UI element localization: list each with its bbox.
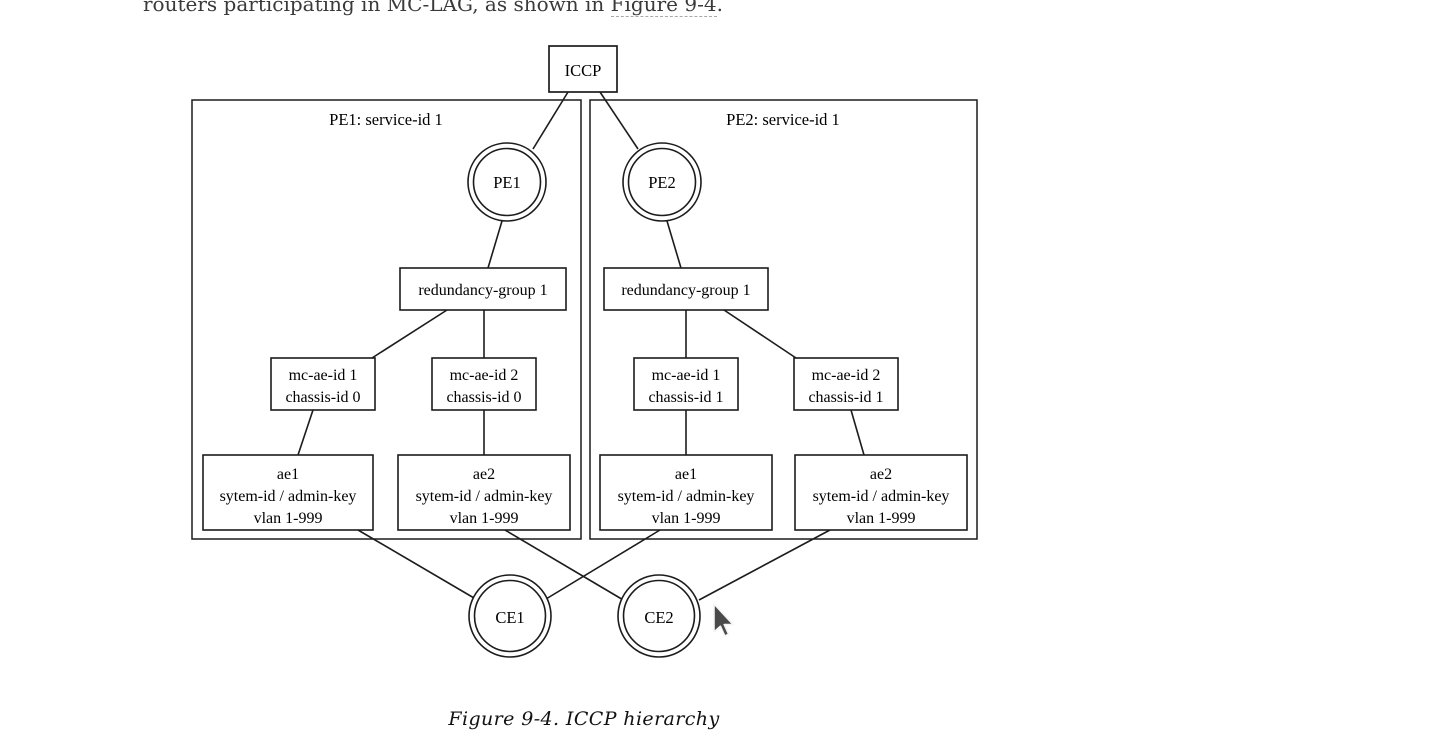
pe2-container-title: PE2: service-id 1: [726, 110, 840, 129]
body-text: routers participating in MC-LAG, as show…: [143, 0, 723, 17]
mc-ae-pe2-1-line2: chassis-id 1: [648, 389, 723, 406]
ae-pe2-1-line2: sytem-id / admin-key: [618, 488, 755, 505]
connection-line-ae1pe2-ce1: [545, 529, 661, 600]
connection-line-mc2-ae2-pe2: [850, 409, 865, 456]
connection-line-pe2-rg: [666, 220, 682, 269]
mc-ae-pe1-1-line1: mc-ae-id 1: [289, 367, 358, 384]
connection-line-iccp-pe1: [532, 91, 569, 150]
pe1-container-title: PE1: service-id 1: [329, 110, 443, 129]
body-text-suffix: .: [716, 0, 723, 16]
body-text-prefix: routers participating in MC-LAG, as show…: [143, 0, 611, 16]
figure-9-4-link[interactable]: Figure 9-4: [610, 0, 717, 17]
iccp-box: [548, 45, 618, 93]
pe2-node-circle-inner: [627, 147, 697, 217]
ae-pe2-2-line2: sytem-id / admin-key: [813, 488, 950, 505]
ae-pe2-2-line1: ae2: [870, 466, 892, 483]
pe1-container: [191, 99, 582, 540]
ae-pe1-2-line3: vlan 1-999: [450, 510, 519, 527]
ae-pe1-2-line2: sytem-id / admin-key: [416, 488, 553, 505]
pe1-node-label: PE1: [493, 173, 521, 192]
ce2-node-circle-inner: [622, 579, 696, 653]
redundancy-group-label-pe2: redundancy-group 1: [621, 282, 750, 299]
mouse-cursor-icon: [713, 603, 734, 637]
pe1-node-circle-inner: [472, 147, 542, 217]
ae-pe2-1-line1: ae1: [675, 466, 697, 483]
mc-ae-box-pe2-1: [633, 357, 739, 411]
mc-ae-pe1-2-line2: chassis-id 0: [446, 389, 521, 406]
pe2-container: [589, 99, 978, 540]
mc-ae-box-pe1-1: [270, 357, 376, 411]
ae-pe1-2-line1: ae2: [473, 466, 495, 483]
connection-line-pe1-rg: [487, 220, 503, 269]
redundancy-group-box-pe1: [399, 267, 567, 311]
ae-pe2-1-line3: vlan 1-999: [652, 510, 721, 527]
iccp-label: ICCP: [565, 61, 602, 80]
ae-box-pe1-2: [397, 454, 571, 531]
connection-line-mc1-ae1-pe1: [297, 409, 314, 456]
pe2-node-label: PE2: [648, 173, 676, 192]
connection-line-ae1pe1-ce1: [357, 529, 475, 599]
mc-ae-box-pe2-2: [793, 357, 899, 411]
figure-caption: Figure 9-4. ICCP hierarchy: [448, 708, 720, 730]
mc-ae-pe2-1-line1: mc-ae-id 1: [652, 367, 721, 384]
connection-line-ae2pe2-ce2: [698, 529, 831, 601]
connection-line-ae2pe1-ce2: [504, 529, 626, 602]
connection-line-rg2-mc2: [723, 309, 797, 359]
ae-box-pe1-1: [202, 454, 374, 531]
connection-line-iccp-pe2: [599, 91, 639, 150]
redundancy-group-box-pe2: [603, 267, 769, 311]
ae-pe1-1-line3: vlan 1-999: [254, 510, 323, 527]
mc-ae-pe1-2-line1: mc-ae-id 2: [450, 367, 519, 384]
ae-pe1-1-line2: sytem-id / admin-key: [220, 488, 357, 505]
ce1-node-circle-inner: [473, 579, 547, 653]
mc-ae-pe1-1-line2: chassis-id 0: [285, 389, 360, 406]
ae-pe1-1-line1: ae1: [277, 466, 299, 483]
mc-ae-pe2-2-line2: chassis-id 1: [808, 389, 883, 406]
connection-line-rg1-mc1: [371, 309, 448, 359]
mc-ae-pe2-2-line1: mc-ae-id 2: [812, 367, 881, 384]
ce1-node-label: CE1: [495, 608, 524, 627]
ae-box-pe2-2: [794, 454, 968, 531]
mc-ae-box-pe1-2: [431, 357, 537, 411]
ae-pe2-2-line3: vlan 1-999: [847, 510, 916, 527]
redundancy-group-label-pe1: redundancy-group 1: [418, 282, 547, 299]
ae-box-pe2-1: [599, 454, 773, 531]
ce2-node-label: CE2: [644, 608, 673, 627]
